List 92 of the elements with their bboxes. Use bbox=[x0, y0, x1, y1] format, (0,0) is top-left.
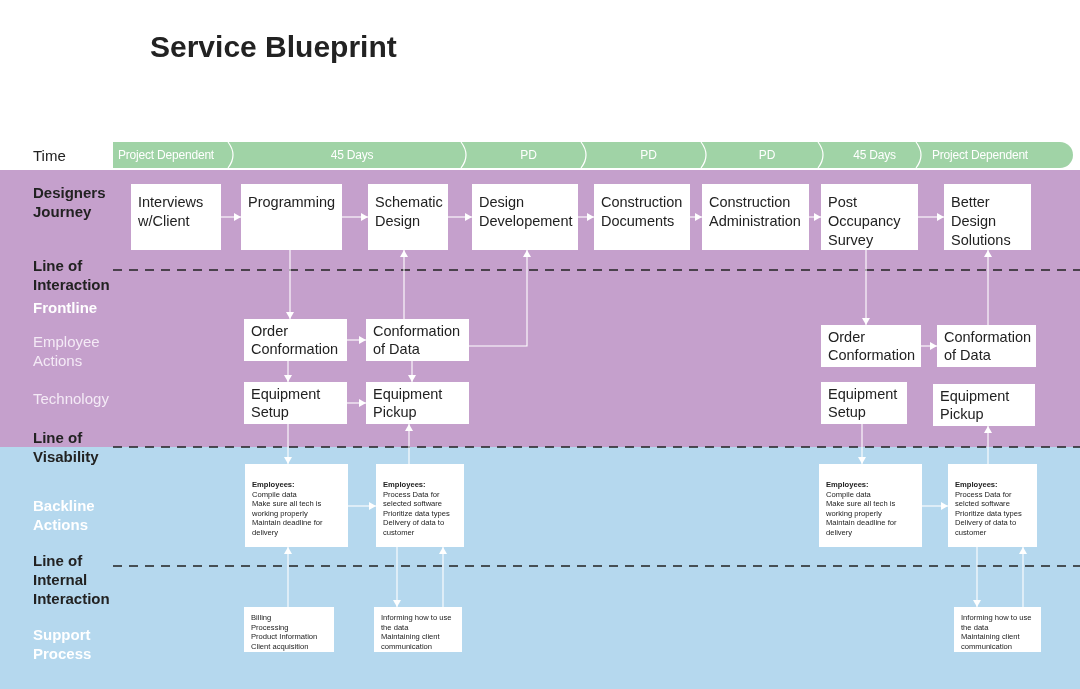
arrow bbox=[468, 249, 531, 347]
step-text: Interviews w/Client bbox=[138, 193, 205, 231]
duration-text: PD bbox=[758, 148, 776, 162]
duration-text: PD bbox=[640, 148, 657, 162]
arrow bbox=[341, 213, 369, 221]
arrow bbox=[858, 423, 866, 465]
step-box bbox=[368, 184, 448, 250]
lane-label: Frontline bbox=[33, 298, 99, 317]
arrow bbox=[284, 546, 292, 608]
timeline-segment bbox=[822, 142, 922, 168]
arrow bbox=[439, 546, 447, 608]
step-box bbox=[702, 184, 809, 250]
arrow bbox=[447, 213, 473, 221]
arrow bbox=[917, 213, 945, 221]
arrow bbox=[284, 360, 292, 383]
arrow bbox=[1019, 546, 1027, 608]
task-box bbox=[948, 464, 1037, 547]
duration-text: PD bbox=[520, 148, 537, 162]
action-text: Order Conformation bbox=[828, 328, 915, 364]
arrow bbox=[808, 213, 822, 221]
arrow bbox=[346, 399, 367, 407]
arrow bbox=[689, 213, 703, 221]
lane-label: Employee Actions bbox=[33, 332, 101, 370]
action-box bbox=[366, 382, 469, 424]
timeline-segment bbox=[705, 142, 824, 168]
arrow bbox=[393, 546, 401, 608]
duration-text: Project Dependent bbox=[932, 148, 1028, 162]
task-box bbox=[819, 464, 922, 547]
step-box bbox=[131, 184, 221, 250]
timeline-segment bbox=[232, 142, 467, 168]
duration-text: Project Dependent bbox=[118, 148, 214, 162]
action-text: Equipment Pickup bbox=[373, 385, 444, 421]
step-box bbox=[944, 184, 1031, 250]
action-box bbox=[821, 382, 907, 424]
task-box bbox=[376, 464, 464, 547]
lane-label: Designers Journey bbox=[33, 183, 107, 221]
arrow bbox=[284, 423, 292, 465]
action-box bbox=[821, 325, 921, 367]
arrow bbox=[347, 502, 377, 510]
arrow bbox=[220, 213, 242, 221]
step-box bbox=[594, 184, 690, 250]
timeline-segment bbox=[113, 142, 234, 168]
action-text: Conformation of Data bbox=[944, 328, 1030, 364]
step-text: Post Occupancy Survey bbox=[828, 193, 902, 250]
arrow bbox=[862, 249, 870, 326]
step-text: Programming bbox=[248, 193, 336, 212]
line-label: Line of Internal Interaction bbox=[33, 551, 111, 608]
line-label: Line of Visability bbox=[33, 428, 100, 466]
step-text: Schematic Design bbox=[375, 193, 442, 231]
action-text: Equipment Setup bbox=[828, 385, 899, 421]
action-box bbox=[244, 319, 347, 361]
step-text: Design Developement bbox=[479, 193, 572, 231]
action-box bbox=[244, 382, 347, 424]
support-box bbox=[954, 607, 1041, 652]
step-box bbox=[472, 184, 578, 250]
duration-text: 45 Days bbox=[853, 148, 896, 162]
arrow bbox=[286, 249, 294, 320]
step-text: Construction Documents bbox=[601, 193, 684, 231]
arrow bbox=[408, 360, 416, 383]
support-box bbox=[244, 607, 334, 652]
title: Service Blueprint bbox=[150, 30, 397, 64]
action-text: Equipment Pickup bbox=[940, 387, 1011, 423]
line-label: Line of Interaction bbox=[33, 256, 111, 294]
action-text: Conformation of Data bbox=[373, 322, 462, 358]
arrow bbox=[984, 425, 992, 465]
action-box bbox=[937, 325, 1036, 367]
support-box bbox=[374, 607, 462, 652]
row-label: Time bbox=[33, 146, 67, 165]
step-text: Construction Administration bbox=[709, 193, 802, 231]
action-box bbox=[366, 319, 469, 361]
step-box bbox=[821, 184, 918, 250]
arrow bbox=[400, 249, 408, 320]
action-box bbox=[933, 384, 1035, 426]
lane-label: Backline Actions bbox=[33, 496, 96, 534]
arrow bbox=[973, 546, 981, 608]
lane-label: Support Process bbox=[33, 625, 93, 663]
duration-text: 45 Days bbox=[330, 148, 374, 162]
arrow bbox=[920, 342, 938, 350]
step-text: Better Design Solutions bbox=[951, 193, 1012, 250]
arrow bbox=[984, 249, 992, 326]
action-text: Order Conformation bbox=[251, 322, 340, 358]
action-text: Equipment Setup bbox=[251, 385, 322, 421]
arrow bbox=[577, 213, 595, 221]
lane-label: Technology bbox=[33, 389, 110, 408]
arrow bbox=[921, 502, 949, 510]
arrow bbox=[346, 336, 367, 344]
step-box bbox=[241, 184, 342, 250]
timeline-segment bbox=[465, 142, 587, 168]
arrow bbox=[405, 423, 413, 465]
task-box bbox=[245, 464, 348, 547]
timeline-segment bbox=[920, 142, 1073, 168]
timeline-segment bbox=[585, 142, 707, 168]
